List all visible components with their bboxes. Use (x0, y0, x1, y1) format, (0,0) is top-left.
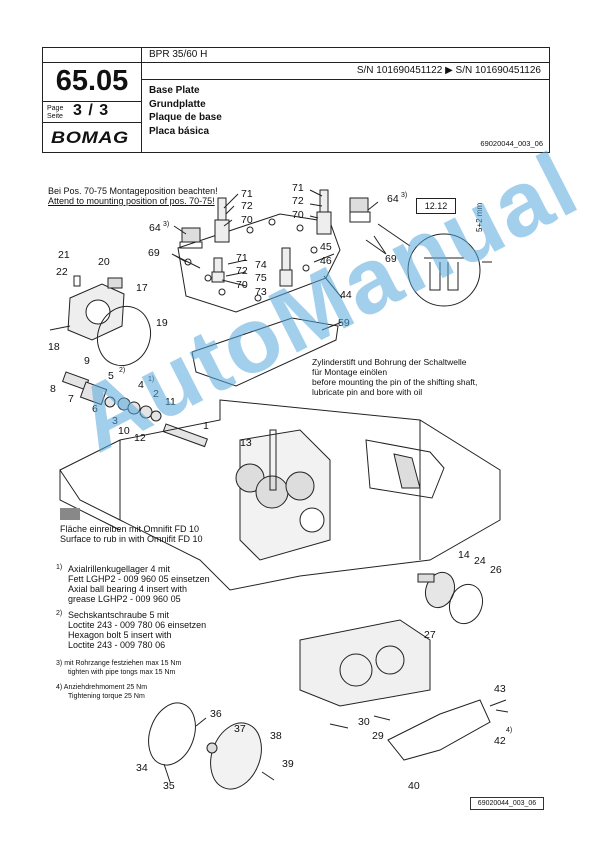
page-number: 3 / 3 (73, 102, 110, 119)
callout-72c: 72 (236, 265, 248, 277)
callout-18: 18 (48, 341, 60, 353)
mounting-note: Bei Pos. 70-75 Montageposition beachten!… (48, 186, 218, 206)
callout-72: 72 (241, 200, 253, 212)
callout-69b: 69 (385, 253, 397, 265)
callout-17: 17 (136, 282, 148, 294)
callout-22: 22 (56, 266, 68, 278)
callout-38: 38 (270, 730, 282, 742)
callout-64b-note: 3) (401, 192, 408, 199)
callout-36: 36 (210, 708, 222, 720)
callout-40: 40 (408, 780, 420, 792)
callout-71b: 71 (292, 182, 304, 194)
footer-reference: 69020044_003_06 (470, 797, 544, 810)
callout-42: 42 (494, 735, 506, 747)
callout-75: 75 (255, 272, 267, 284)
callout-7: 7 (68, 393, 74, 405)
gasket (191, 317, 339, 387)
callout-4: 4 (138, 379, 144, 391)
callout-5-note: 2) (119, 367, 126, 374)
footnote-4: 4) Anziehdrehmoment 25 Nm Tightening tor… (56, 684, 148, 700)
callout-6: 6 (92, 403, 98, 415)
callout-2: 2 (153, 388, 159, 400)
callout-39: 39 (282, 758, 294, 770)
callout-43: 43 (494, 683, 506, 695)
callout-70c: 70 (236, 279, 248, 291)
callout-1: 1 (203, 420, 209, 432)
callout-46: 46 (320, 255, 332, 267)
callout-4-note: 1) (148, 376, 155, 383)
callout-8: 8 (50, 383, 56, 395)
callout-29: 29 (372, 730, 384, 742)
callout-27: 27 (424, 629, 436, 641)
callout-9: 9 (84, 355, 90, 367)
detail-dimension: 5+2 mm (475, 202, 484, 232)
callout-12: 12 (134, 432, 146, 444)
pin-note: Zylinderstift und Bohrung der Schaltwell… (312, 357, 478, 397)
callout-72b: 72 (292, 195, 304, 207)
doc-reference: 69020044_003_06 (480, 139, 543, 148)
side-cover (299, 619, 431, 707)
cover-plate (177, 213, 341, 313)
callout-71c: 71 (236, 252, 248, 264)
callout-74: 74 (255, 259, 267, 271)
part-titles: Base Plate Grundplatte Plaque de base Pl… (149, 85, 222, 137)
callout-70b: 70 (292, 209, 304, 221)
callout-44: 44 (340, 289, 352, 301)
callout-20: 20 (98, 256, 110, 268)
callout-64-note: 3) (163, 221, 170, 228)
callout-73: 73 (255, 286, 267, 298)
base-plate-housing (59, 399, 501, 591)
callout-45: 45 (320, 241, 332, 253)
detail-reference: 12.12 (416, 198, 456, 214)
callout-24: 24 (474, 555, 486, 567)
model-name: BPR 35/60 H (149, 49, 208, 60)
footnote-3: 3) mit Rohrzange festziehen max 15 Nm ti… (56, 660, 182, 676)
callout-35: 35 (163, 780, 175, 792)
brand-logo: BOMAG (51, 128, 129, 147)
callout-37: 37 (234, 723, 246, 735)
callout-59: 59 (338, 317, 350, 329)
callout-26: 26 (490, 564, 502, 576)
callout-19: 19 (156, 317, 168, 329)
callout-64: 64 (149, 222, 161, 234)
callout-14: 14 (458, 549, 470, 561)
callout-64b: 64 (387, 193, 399, 205)
callout-70: 70 (241, 214, 253, 226)
callout-30: 30 (358, 716, 370, 728)
callout-11: 11 (165, 396, 176, 408)
callout-69: 69 (148, 247, 160, 259)
callout-42-note: 4) (506, 727, 513, 734)
callout-5: 5 (108, 370, 114, 382)
callout-34: 34 (136, 762, 148, 774)
callout-3: 3 (112, 415, 118, 427)
document-number: 65.05 (55, 65, 129, 97)
callout-10: 10 (118, 425, 130, 437)
callout-71: 71 (241, 188, 253, 200)
callout-13: 13 (240, 437, 252, 449)
callout-21: 21 (58, 249, 70, 261)
serial-range: S/N 101690451122 ▶ S/N 101690451126 (356, 65, 541, 76)
